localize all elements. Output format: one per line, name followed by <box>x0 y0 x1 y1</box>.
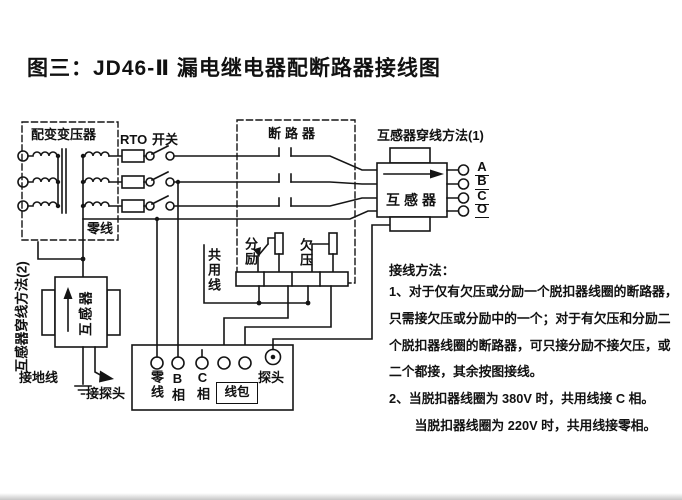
notes-body: 1、对于仅有欠压或分励一个脱扣器线圈的断路器， 只需接欠压或分励中的一个；对于有… <box>389 284 678 433</box>
phase-terminal-a: A <box>475 160 489 176</box>
relay-terminal-neutral-label: 零线 <box>149 370 164 400</box>
switch-label: 开关 <box>152 132 179 147</box>
ground-icon <box>74 385 92 395</box>
ct-left-label: 互感器 <box>78 289 94 337</box>
switch-icons <box>145 144 175 211</box>
ct-method1-label: 互感器穿线方法(1) <box>377 128 484 143</box>
phase-wires <box>173 155 378 207</box>
to-probe-arrow-icon <box>94 346 114 383</box>
rto-label: RTO <box>120 132 148 147</box>
ct-right-symbol <box>376 147 470 232</box>
ground-label: 接地线 <box>19 370 59 385</box>
phase-terminal-b: B <box>475 174 489 190</box>
transformer-enclosure <box>21 121 119 241</box>
primary-stub-wire <box>37 241 84 260</box>
fuse-icons <box>121 149 147 213</box>
shunt-release-symbol <box>253 232 284 273</box>
coil-drop-wires <box>223 285 332 358</box>
breaker-contacts <box>278 147 292 207</box>
transformer-symbol <box>17 148 123 214</box>
relay-box <box>131 344 294 411</box>
breaker-label: 断路器 <box>268 126 320 141</box>
undervoltage-label: 欠压 <box>298 238 313 268</box>
relay-terminal-b-label: B相 <box>170 371 185 403</box>
ct-right-label: 互感器 <box>386 192 440 208</box>
notes-heading: 接线方法： <box>389 263 455 278</box>
phase-terminal-o: O <box>475 201 489 218</box>
transformer-label: 配变变压器 <box>31 127 97 142</box>
common-wire <box>203 244 309 304</box>
page-edge-shadow <box>0 493 682 500</box>
undervoltage-coil-symbol <box>311 232 338 273</box>
to-probe-label: 接探头 <box>86 386 126 401</box>
common-wire-label: 共用线 <box>206 248 221 293</box>
neutral-label: 零线 <box>87 221 114 236</box>
page-title: 图三：JD46-Ⅱ 漏电继电器配断路器接线图 <box>27 57 441 80</box>
breaker-enclosure <box>236 119 356 284</box>
relay-terminal-c-label: C相 <box>195 370 210 402</box>
terminal-strip <box>235 271 349 287</box>
probe-label: 探头 <box>258 370 285 385</box>
arrow-right-icon <box>383 169 444 179</box>
shunt-release-label: 分励 <box>243 237 258 267</box>
neutral-wire <box>82 210 378 220</box>
arrow-up-icon <box>63 287 73 332</box>
ct-left-symbol <box>41 276 121 395</box>
coil-label: 线包 <box>216 382 258 404</box>
probe-wire <box>272 224 391 351</box>
junction-dots <box>55 153 311 306</box>
phase-terminal-c: C <box>475 189 489 205</box>
